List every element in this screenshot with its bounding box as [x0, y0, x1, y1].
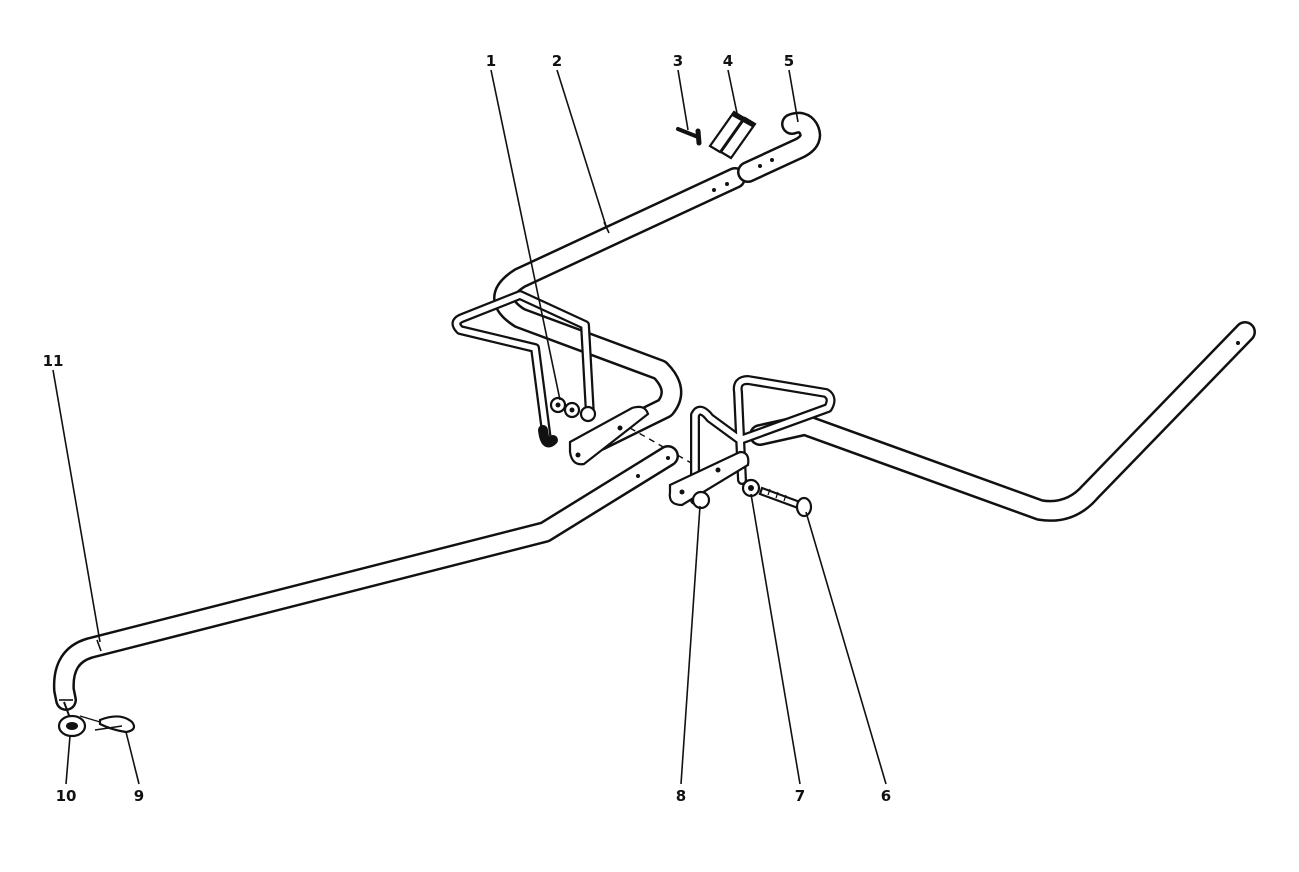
right-wire-bracket — [690, 375, 836, 505]
leader-10 — [65, 735, 71, 785]
part-5-hook-extension — [737, 111, 822, 183]
callout-1: 1 — [486, 52, 496, 70]
callout-6: 6 — [881, 787, 891, 805]
left-wire-bracket — [451, 290, 595, 448]
leader-5 — [788, 69, 799, 123]
right-strap-plate — [668, 450, 750, 510]
callout-7: 7 — [795, 787, 805, 805]
callout-numbers: 1 2 3 4 5 6 7 8 9 10 11 — [43, 52, 892, 805]
callout-2: 2 — [552, 52, 562, 70]
callout-10: 10 — [56, 787, 77, 805]
part-7-washer — [741, 478, 761, 498]
part-11-lower-handle-tube — [52, 445, 679, 711]
callout-9: 9 — [134, 787, 144, 805]
callout-8: 8 — [676, 787, 686, 805]
leader-1 — [490, 69, 561, 401]
assembly-dashed-line — [629, 427, 701, 469]
part-6-bolt — [758, 486, 813, 518]
leader-4 — [727, 69, 739, 119]
part-9-hitch-pin-clip — [79, 715, 136, 734]
leader-3 — [677, 69, 689, 131]
leader-7 — [750, 493, 801, 785]
leader-lines — [52, 69, 887, 785]
right-handle-tube — [749, 321, 1256, 522]
part-4-clip — [708, 110, 757, 160]
callout-4: 4 — [723, 52, 733, 70]
leader-8 — [680, 505, 701, 785]
callout-3: 3 — [673, 52, 683, 70]
part-1-nut-washer-stack — [549, 396, 597, 423]
callout-11: 11 — [43, 352, 64, 370]
part-10-washer — [57, 701, 87, 738]
leader-6 — [805, 511, 887, 785]
leader-9 — [125, 731, 140, 785]
callout-5: 5 — [784, 52, 794, 70]
leader-11 — [52, 369, 101, 643]
left-strap-plate — [568, 405, 650, 466]
part-3-pin — [676, 127, 702, 146]
leader-2 — [556, 69, 607, 227]
